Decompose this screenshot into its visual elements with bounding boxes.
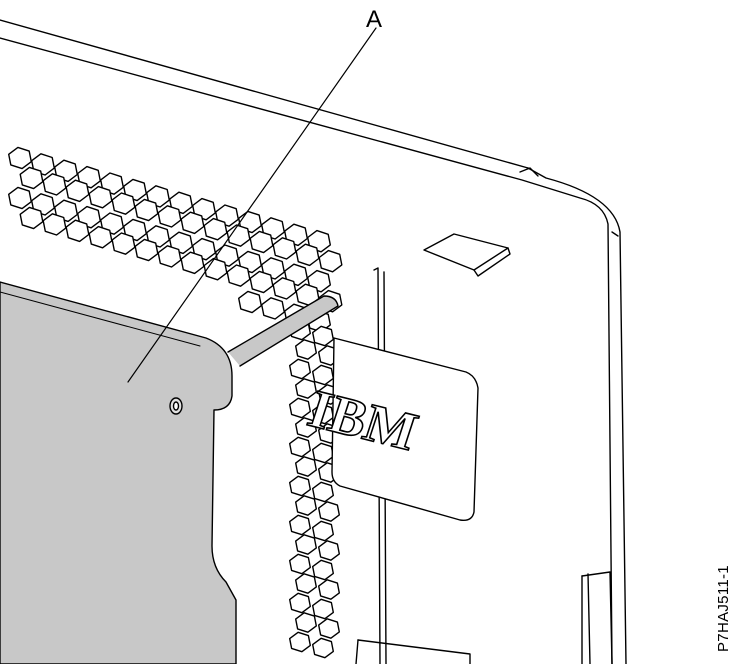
vent-hole — [111, 232, 136, 255]
vent-hole — [312, 364, 334, 386]
vent-hole — [312, 481, 334, 503]
vent-hole — [318, 579, 340, 600]
vent-hole — [134, 198, 159, 222]
vent-hole — [318, 618, 340, 639]
vent-hole — [289, 475, 311, 497]
vent-hole — [295, 378, 317, 399]
vent-hole — [289, 436, 311, 458]
vent-hole — [295, 534, 317, 555]
vent-hole — [203, 217, 228, 241]
vent-hole — [238, 290, 262, 314]
vent-hole — [295, 339, 317, 360]
figure-id-label: P7HAJ511-1 — [715, 565, 732, 652]
vent-hole — [272, 277, 297, 300]
vent-hole — [134, 238, 159, 262]
vent-hole — [157, 245, 182, 268]
vent-hole — [180, 211, 205, 235]
vent-hole — [157, 205, 182, 228]
vent-hole — [289, 592, 311, 614]
ventilation-hex-grid — [7, 146, 343, 659]
vent-hole — [226, 264, 251, 287]
vent-hole — [65, 219, 90, 243]
vent-hole — [295, 495, 317, 516]
vent-hole — [249, 230, 274, 254]
vent-hole — [42, 213, 67, 236]
ibm-logo-badge — [331, 337, 479, 522]
vent-hole — [289, 358, 311, 380]
vent-hole — [295, 456, 317, 477]
vent-hole — [7, 186, 32, 210]
vent-hole — [312, 598, 334, 620]
vent-hole — [289, 553, 311, 575]
vent-hole — [295, 612, 317, 633]
vent-hole — [289, 631, 311, 653]
vent-hole — [65, 179, 90, 203]
vent-hole — [295, 417, 317, 438]
vent-hole — [318, 501, 340, 522]
vent-hole — [312, 637, 334, 659]
vent-hole — [7, 146, 32, 170]
vent-hole — [318, 540, 340, 561]
vent-hole — [88, 185, 113, 209]
vent-hole — [312, 325, 334, 347]
vent-hole — [295, 243, 320, 267]
vent-hole — [272, 237, 297, 260]
vent-hole — [88, 225, 113, 249]
vent-hole — [180, 251, 205, 275]
callout-leader-line — [127, 27, 377, 383]
callout-label-a: A — [366, 6, 383, 33]
vent-hole — [19, 166, 44, 190]
vent-hole — [261, 297, 285, 320]
vent-hole — [203, 257, 228, 281]
vent-hole — [226, 224, 251, 247]
vent-hole — [289, 514, 311, 536]
cover-screw — [169, 397, 183, 415]
vent-hole — [312, 559, 334, 581]
vent-hole — [42, 173, 67, 196]
vent-hole — [19, 206, 44, 230]
vent-hole — [312, 403, 334, 425]
vent-hole — [295, 573, 317, 594]
vent-hole — [249, 270, 274, 294]
vent-hole — [289, 397, 311, 419]
vent-hole — [312, 442, 334, 464]
vent-hole — [111, 192, 136, 215]
vent-hole — [312, 520, 334, 542]
cover-panel — [0, 281, 237, 664]
vent-hole — [318, 249, 343, 273]
release-latch — [227, 295, 339, 367]
